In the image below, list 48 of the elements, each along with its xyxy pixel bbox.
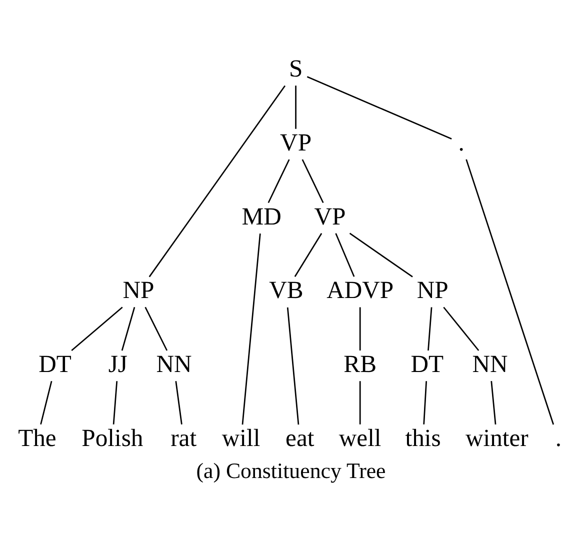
node-text: winter	[465, 424, 528, 452]
node-text: NP	[416, 277, 448, 304]
node-text: this	[405, 424, 441, 452]
connector	[112, 381, 118, 424]
connector	[428, 307, 432, 351]
node-text: eat	[286, 424, 314, 452]
node-text: RB	[344, 351, 377, 378]
connector	[148, 85, 286, 278]
connector	[71, 306, 123, 352]
connector	[306, 76, 452, 140]
connector	[121, 307, 136, 351]
node-text: DT	[410, 351, 444, 378]
node-text: well	[338, 424, 382, 452]
connector	[242, 233, 261, 425]
node-text: VP	[280, 129, 312, 156]
node-text: S	[288, 56, 303, 83]
connector	[335, 233, 355, 277]
node-text: ADVP	[326, 277, 394, 304]
node-text: VP	[314, 203, 346, 230]
connector	[144, 306, 168, 351]
connector	[349, 232, 413, 278]
node-text: Polish	[82, 424, 144, 452]
node-text: NN	[156, 351, 192, 378]
connector	[423, 381, 428, 424]
node-text: .	[555, 424, 562, 452]
node-text: rat	[170, 424, 197, 452]
node-text: JJ	[108, 351, 128, 378]
connector	[294, 233, 322, 277]
connector	[443, 306, 480, 351]
connector	[295, 86, 296, 129]
connector	[268, 159, 290, 204]
caption: (a) Constituency Tree	[196, 458, 386, 483]
connector	[175, 381, 182, 424]
node-text: NN	[472, 351, 508, 378]
node-text: The	[18, 424, 56, 452]
node-text: NP	[122, 277, 154, 304]
connector	[359, 307, 361, 350]
node-text: DT	[38, 351, 72, 378]
connector	[359, 381, 361, 424]
connector	[40, 380, 52, 425]
connector	[490, 381, 496, 424]
connector	[286, 307, 300, 425]
node-text: .	[458, 129, 464, 156]
connector	[466, 159, 554, 425]
connector	[302, 159, 324, 204]
node-text: MD	[242, 203, 282, 230]
node-text: VB	[269, 277, 304, 304]
node-text: will	[222, 424, 260, 452]
